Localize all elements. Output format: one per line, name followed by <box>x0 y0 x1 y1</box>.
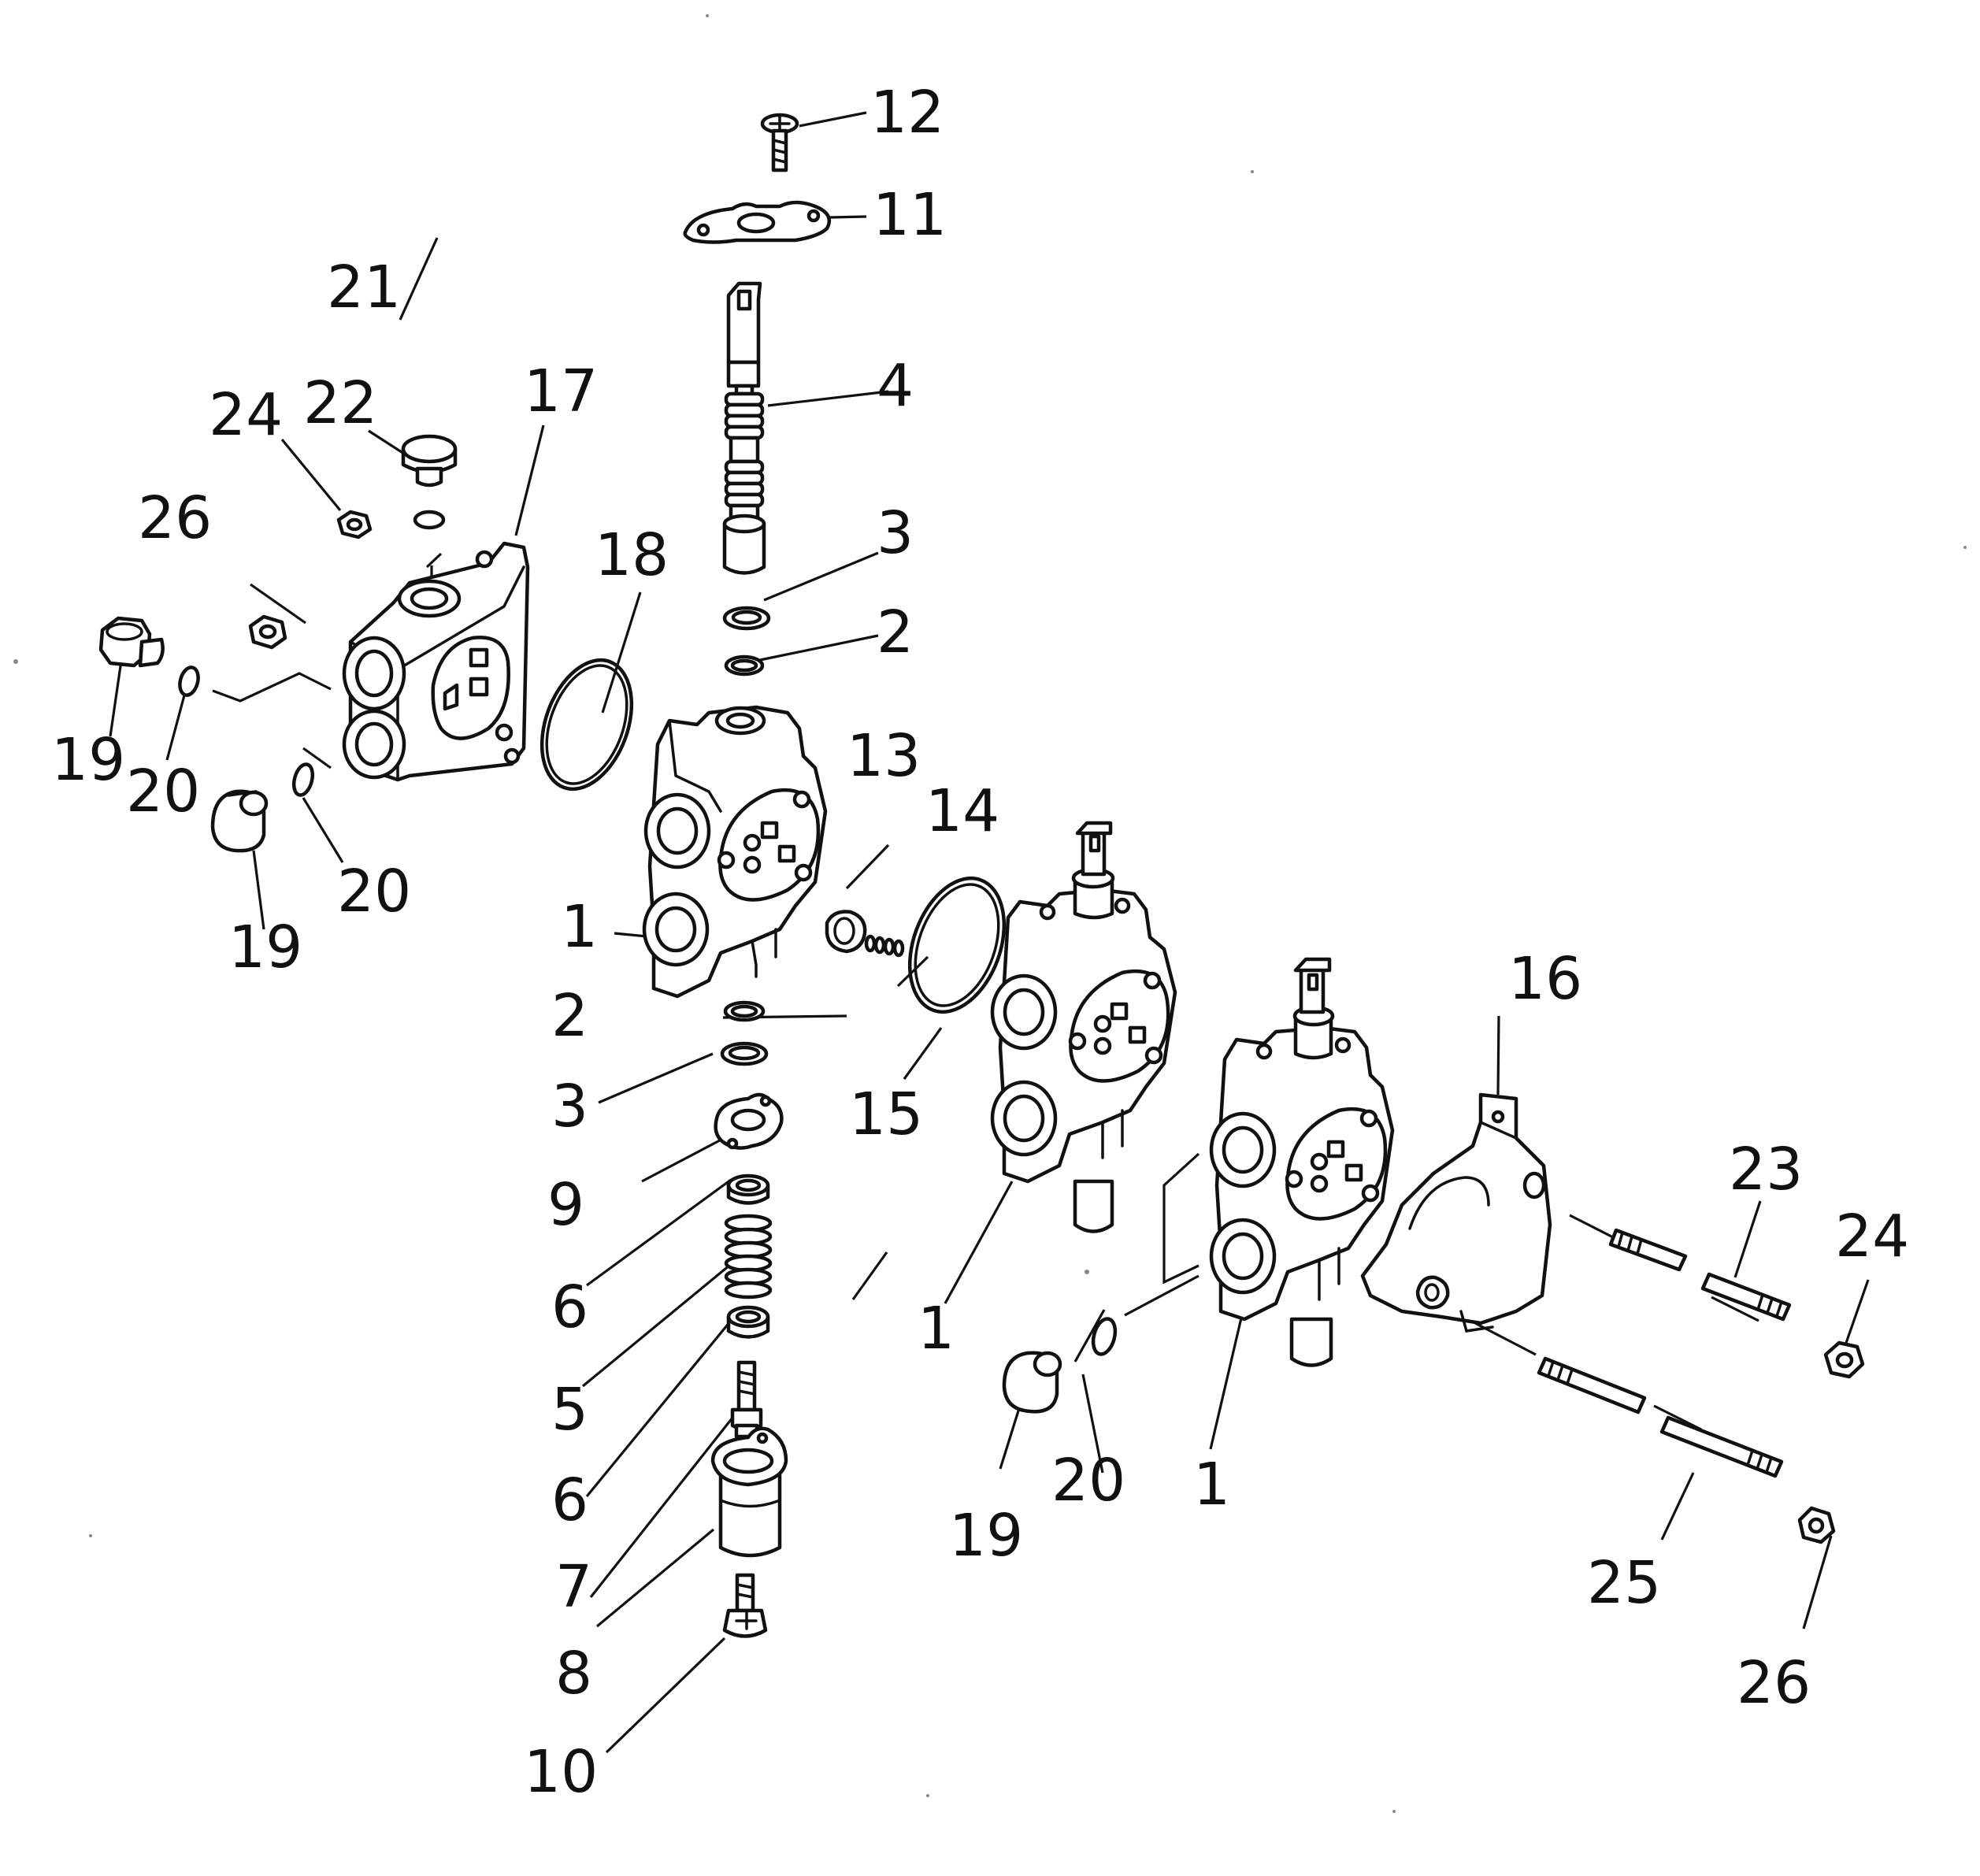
callout-3: 3 <box>877 499 914 567</box>
part-24-nut-top <box>336 510 373 539</box>
callout-13: 13 <box>847 722 921 790</box>
part-7-bolt <box>730 1360 763 1439</box>
callout-24: 24 <box>1835 1203 1909 1270</box>
callout-2: 2 <box>551 982 588 1050</box>
part-25-stud <box>1537 1356 1784 1478</box>
callout-20: 20 <box>126 758 200 825</box>
callout-17: 17 <box>524 358 598 425</box>
part-6-seat-lower <box>726 1305 770 1339</box>
callout-6: 6 <box>551 1466 588 1534</box>
callout-15: 15 <box>849 1081 923 1148</box>
callout-19: 19 <box>51 726 125 794</box>
callout-7: 7 <box>555 1553 592 1621</box>
part-1-valve-section-c <box>1209 957 1395 1367</box>
callout-26: 26 <box>138 484 212 552</box>
part-19-plug-middle <box>1002 1351 1062 1414</box>
part-14-spring <box>864 934 905 958</box>
part-12-screw <box>760 113 799 172</box>
callout-19: 19 <box>949 1502 1023 1570</box>
part-15-o-ring <box>907 876 1007 1014</box>
part-20-o-ring-left-lower <box>291 762 315 797</box>
part-3-ring-lower <box>720 1041 769 1066</box>
callout-21: 21 <box>327 254 401 321</box>
leader-lines <box>109 111 1870 1754</box>
callout-8: 8 <box>555 1640 592 1707</box>
callout-25: 25 <box>1587 1549 1661 1617</box>
part-5-spring <box>724 1214 773 1299</box>
part-8-cap <box>710 1426 788 1558</box>
part-1-valve-section-a <box>642 705 828 999</box>
part-24-nut-right <box>1823 1340 1865 1379</box>
callout-1: 1 <box>1193 1451 1230 1518</box>
part-23-stud <box>1608 1228 1792 1322</box>
callout-16: 16 <box>1508 945 1582 1013</box>
part-2-ring-upper <box>724 654 765 677</box>
part-11-flange-plate <box>683 200 832 244</box>
callout-labels: 12 11 21 4 24 22 17 26 18 3 2 19 20 13 1… <box>51 79 1909 1806</box>
callout-10: 10 <box>524 1738 598 1806</box>
part-20-o-ring-middle <box>1091 1317 1118 1356</box>
callout-14: 14 <box>925 777 999 845</box>
part-2-ring-lower <box>723 1000 766 1022</box>
callout-23: 23 <box>1729 1136 1803 1203</box>
callout-1: 1 <box>561 893 598 961</box>
part-26-nut-top <box>248 614 287 650</box>
part-13-poppet <box>825 910 867 954</box>
part-18-o-ring <box>539 658 634 792</box>
part-10-bolt <box>722 1573 768 1638</box>
callout-24: 24 <box>209 381 283 449</box>
part-21-plug <box>401 434 458 488</box>
part-4-spool <box>722 281 766 575</box>
callout-2: 2 <box>877 599 914 666</box>
callout-6: 6 <box>551 1274 588 1341</box>
callout-12: 12 <box>870 79 944 146</box>
part-26-nut-right <box>1797 1506 1836 1544</box>
part-1-valve-section-b <box>990 821 1177 1233</box>
callout-11: 11 <box>873 181 947 249</box>
part-9-plate <box>714 1092 784 1150</box>
callout-4: 4 <box>877 352 914 420</box>
callout-9: 9 <box>547 1171 584 1239</box>
callout-19: 19 <box>228 914 302 981</box>
part-17-inlet-housing <box>342 541 530 782</box>
part-20-o-ring-left-upper <box>178 665 200 697</box>
callout-18: 18 <box>595 521 669 589</box>
callout-1: 1 <box>918 1295 955 1363</box>
callout-5: 5 <box>551 1376 588 1444</box>
callout-22: 22 <box>303 369 377 437</box>
part-22-ring <box>413 510 446 530</box>
part-16-outlet-cover <box>1360 1092 1552 1333</box>
callout-20: 20 <box>337 858 411 925</box>
part-19-plug-left-lower <box>210 789 269 853</box>
callout-3: 3 <box>551 1073 588 1140</box>
part-19-plug-left-upper <box>98 616 165 668</box>
scan-specks <box>13 14 1967 1813</box>
part-3-ring-upper <box>722 606 771 631</box>
part-6-seat-upper <box>726 1173 770 1205</box>
callout-26: 26 <box>1737 1649 1811 1717</box>
callout-20: 20 <box>1051 1447 1125 1515</box>
